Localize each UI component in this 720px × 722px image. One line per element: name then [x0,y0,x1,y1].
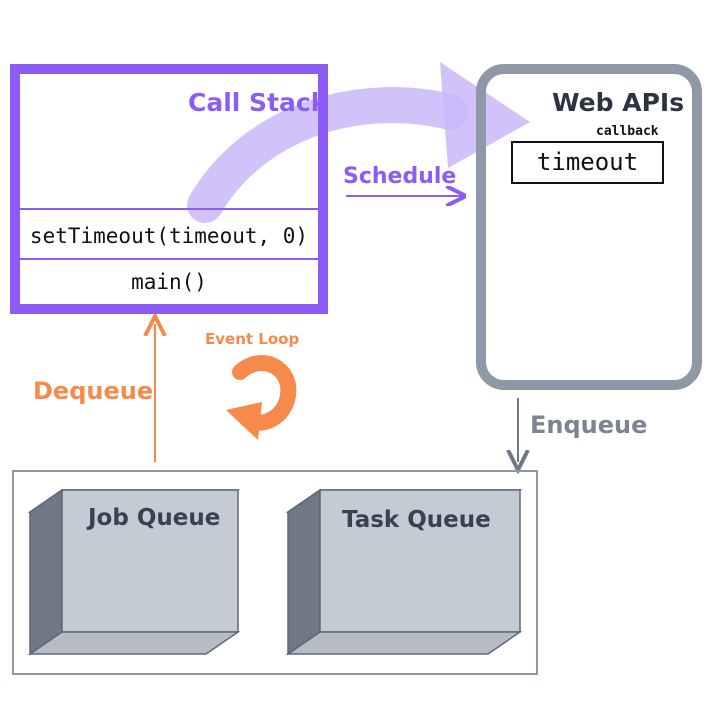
web-apis-title: Web APIs [552,88,685,117]
call-stack-title: Call Stack [188,88,328,117]
call-stack: setTimeout(timeout, 0) main() [10,64,328,314]
stack-frame-settimeout: setTimeout(timeout, 0) [20,208,318,260]
schedule-label: Schedule [343,164,457,189]
job-queue-box [27,488,241,656]
job-queue-label: Job Queue [88,505,221,531]
enqueue-label: Enqueue [530,411,648,439]
web-apis-container [476,64,702,390]
dequeue-label: Dequeue [33,377,154,405]
task-queue-label: Task Queue [342,507,491,533]
task-queue-box [285,488,523,656]
queues-container [12,470,538,675]
event-loop-arrowhead [226,402,262,440]
callback-label: callback [596,124,659,139]
schedule-flow-arc [187,87,468,223]
stack-frame-main: main() [131,270,207,294]
event-loop-label: Event Loop [205,330,300,348]
event-loop-icon [232,355,297,431]
timeout-callback: timeout [511,141,664,184]
